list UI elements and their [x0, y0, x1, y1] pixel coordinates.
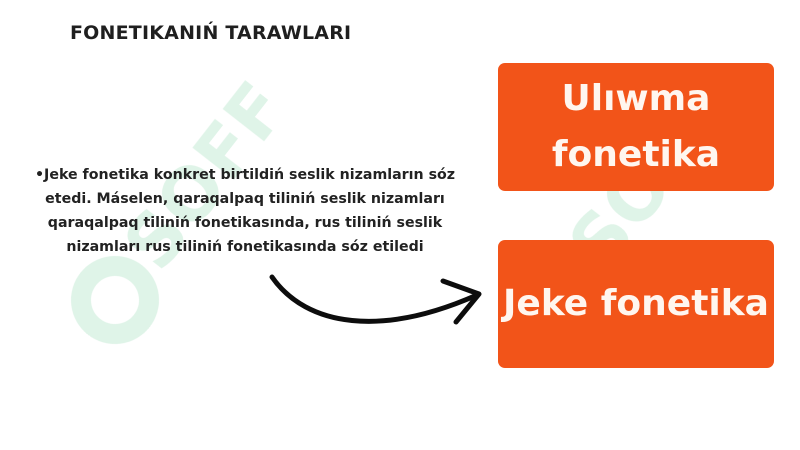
- general-phonetics-card: Ulıwma fonetika: [498, 63, 774, 191]
- card-label: Ulıwma fonetika: [551, 78, 721, 175]
- description-text: •Jeke fonetika konkret birtildiń seslik …: [34, 167, 456, 255]
- card-label: Jeke fonetika: [503, 283, 769, 324]
- curved-arrow-right-icon: [269, 274, 482, 325]
- specific-phonetics-card: Jeke fonetika: [498, 240, 774, 368]
- slide-title: FONETIKANIŃ TARAWLARI: [70, 22, 352, 44]
